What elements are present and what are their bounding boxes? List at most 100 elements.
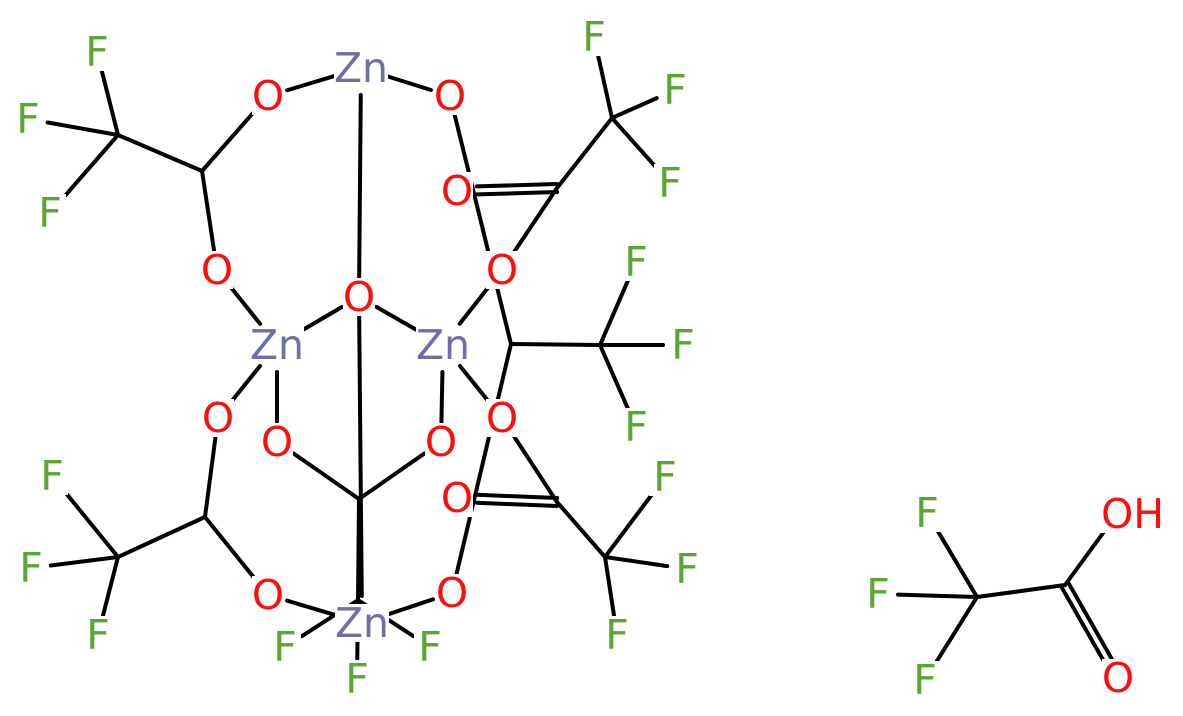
- atom-label-F: F: [345, 655, 369, 703]
- bond: [511, 186, 559, 256]
- atom-label-mask: [601, 616, 633, 654]
- atom-label-mask: [434, 77, 466, 115]
- bond: [603, 491, 655, 559]
- atom-label-Zn: Zn: [250, 321, 304, 369]
- bond: [603, 555, 670, 569]
- atom-label-F: F: [913, 656, 937, 704]
- bond: [555, 116, 614, 190]
- atom-label-mask: [12, 100, 44, 138]
- bond: [100, 555, 120, 618]
- bond: [384, 74, 433, 92]
- atom-label-mask: [335, 604, 389, 642]
- bond: [48, 555, 120, 568]
- atom-label-F: F: [86, 611, 110, 659]
- atom-label-mask: [202, 399, 234, 437]
- atom-label-F: F: [675, 545, 699, 593]
- atom-label-mask: [654, 164, 686, 202]
- atom-label-F: F: [273, 623, 297, 671]
- atom-label-mask: [34, 194, 66, 232]
- atom-label-mask: [252, 576, 284, 614]
- atom-label-F: F: [915, 489, 939, 537]
- atom-label-mask: [414, 628, 446, 666]
- bond: [356, 497, 361, 602]
- bond: [510, 432, 559, 504]
- bond: [895, 592, 979, 599]
- atom-label-F: F: [624, 238, 648, 286]
- bond: [227, 283, 263, 326]
- atom-label-mask: [1098, 495, 1178, 533]
- bond: [610, 96, 659, 120]
- atom-label-mask: [416, 326, 470, 364]
- atom-label-mask: [341, 660, 373, 698]
- atom-label-mask: [649, 458, 681, 496]
- atom-label-F: F: [658, 159, 682, 207]
- double-bond: [474, 500, 559, 508]
- bond: [116, 515, 207, 559]
- atom-label-O: O: [486, 246, 518, 294]
- atom-label-mask: [261, 423, 293, 461]
- atom-label-F: F: [85, 28, 109, 76]
- atom-label-mask: [667, 326, 699, 364]
- atom-label-mask: [269, 628, 301, 666]
- atom-label-O: O: [252, 72, 284, 120]
- bond: [439, 369, 445, 425]
- atom-label-mask: [909, 661, 941, 699]
- bond: [457, 363, 492, 405]
- atom-label-OH: OH: [1101, 490, 1164, 538]
- bond: [598, 343, 630, 411]
- atom-label-O: O: [252, 571, 284, 619]
- atom-label-mask: [425, 423, 457, 461]
- bond: [1063, 529, 1107, 587]
- atom-label-O: O: [343, 273, 375, 321]
- bond: [457, 283, 492, 326]
- atom-label-mask: [620, 243, 652, 281]
- bond: [385, 597, 436, 617]
- double-bond: [1066, 581, 1114, 661]
- atom-label-mask: [252, 77, 284, 115]
- atom-label-mask: [436, 574, 468, 612]
- atom-label-F: F: [418, 623, 442, 671]
- bond: [598, 278, 631, 347]
- bond: [975, 583, 1067, 599]
- atom-label-F: F: [663, 66, 687, 114]
- atom-label-F: F: [16, 95, 40, 143]
- atom-label-mask: [201, 251, 233, 289]
- atom-label-F: F: [605, 611, 629, 659]
- bond: [228, 363, 263, 405]
- atom-label-O: O: [441, 474, 473, 522]
- bond: [200, 169, 217, 253]
- atom-label-mask: [36, 457, 68, 495]
- bond: [357, 314, 364, 599]
- bond: [203, 435, 218, 519]
- atom-label-mask: [81, 33, 113, 71]
- bond: [285, 73, 338, 93]
- bond: [298, 305, 344, 334]
- atom-label-mask: [250, 326, 304, 364]
- atom-label-mask: [620, 408, 652, 446]
- atom-label-O: O: [202, 394, 234, 442]
- atom-label-O: O: [486, 394, 518, 442]
- atom-label-F: F: [671, 321, 695, 369]
- bond: [357, 451, 427, 501]
- atom-label-mask: [1102, 659, 1134, 697]
- atom-label-O: O: [425, 418, 457, 466]
- double-bond: [475, 189, 560, 197]
- atom-label-F: F: [866, 570, 890, 618]
- atom-label-Zn: Zn: [334, 44, 388, 92]
- atom-label-mask: [441, 479, 473, 517]
- bond: [99, 69, 120, 137]
- bond: [357, 92, 363, 280]
- atom-label-mask: [15, 549, 47, 587]
- bond: [452, 113, 513, 346]
- bond: [933, 595, 979, 666]
- bond: [935, 528, 979, 599]
- bond: [116, 133, 204, 173]
- bond: [291, 451, 361, 501]
- bond: [203, 515, 258, 582]
- bond: [61, 133, 120, 200]
- bond: [596, 54, 614, 120]
- atom-label-O: O: [441, 167, 473, 215]
